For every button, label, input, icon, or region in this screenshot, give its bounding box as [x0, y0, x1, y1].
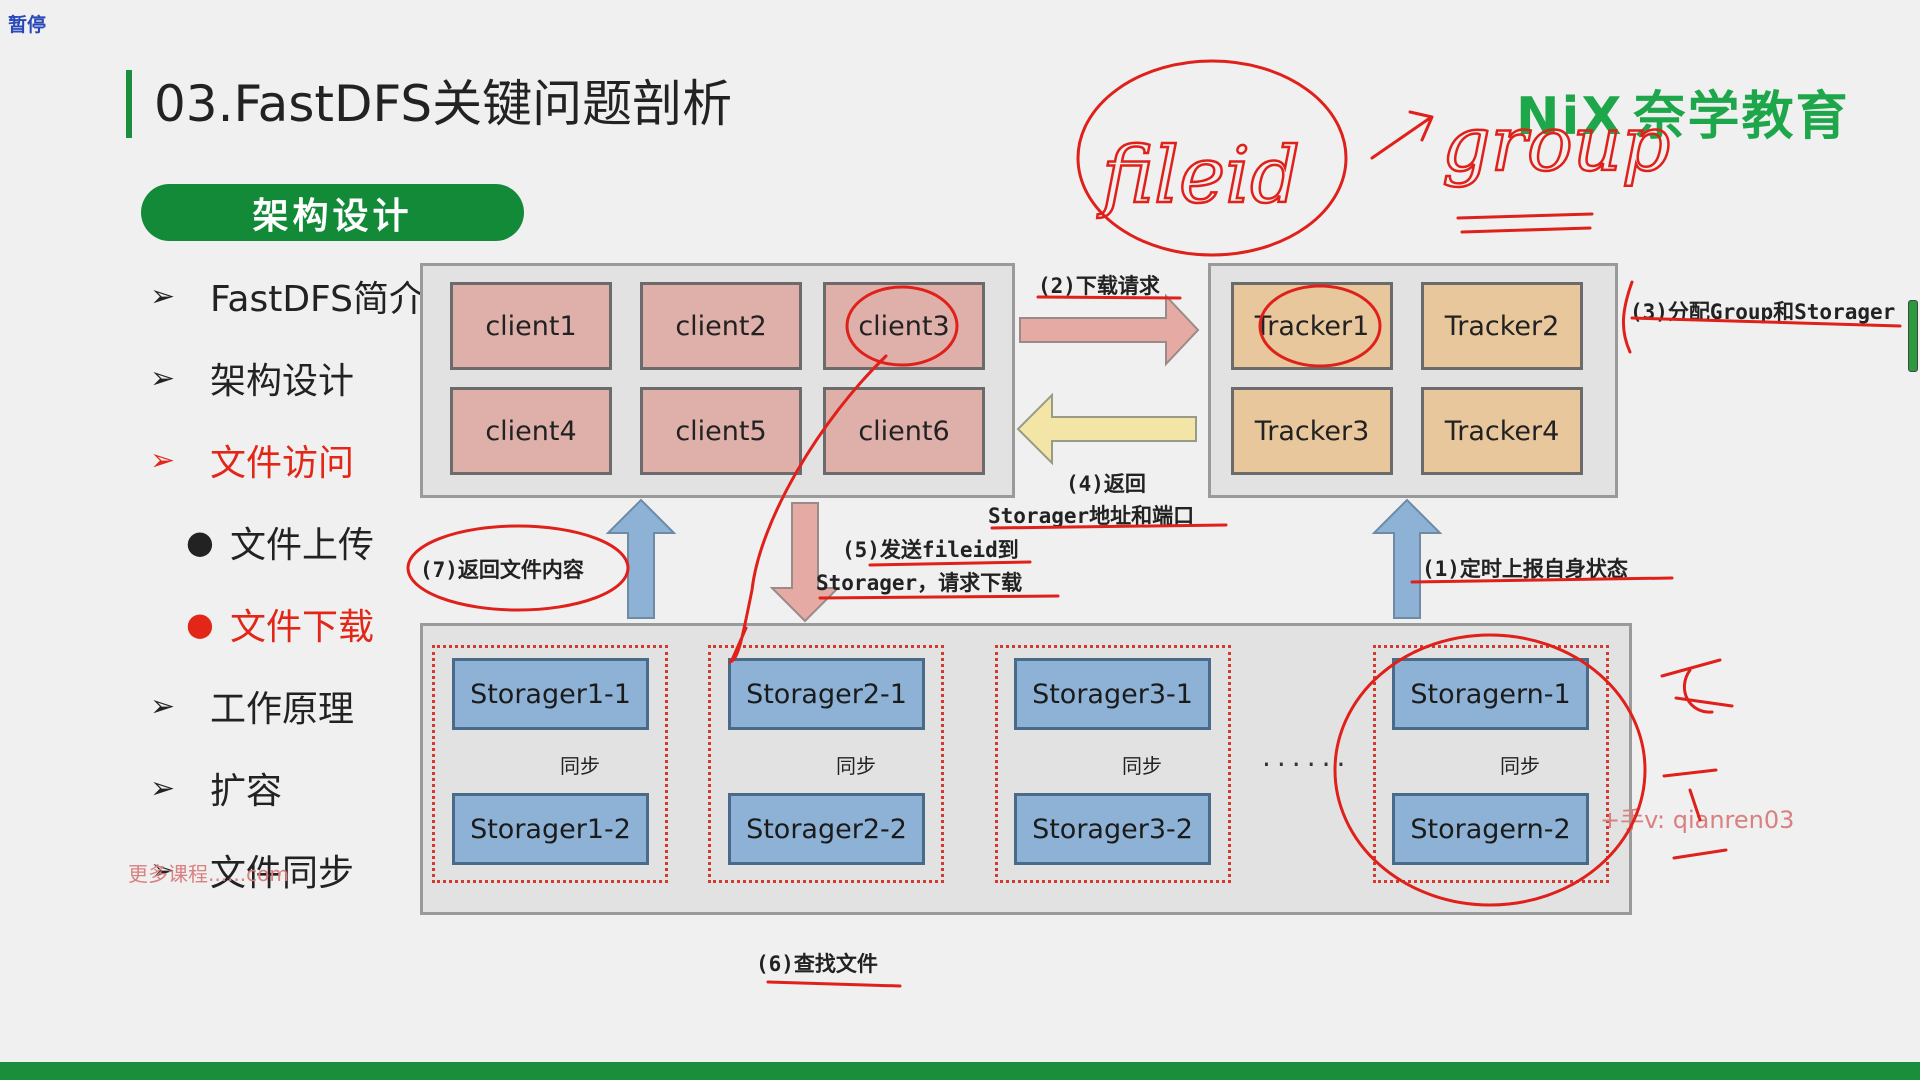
logo-text: 奈学教育: [1633, 87, 1850, 147]
margin-scribble-1: [1660, 658, 1734, 714]
arrow-bullet-icon: ➢: [150, 360, 176, 396]
scroll-handle[interactable]: [1908, 300, 1918, 372]
tracker-box: Tracker4: [1421, 387, 1583, 475]
step-4-detail: Storager地址和端口: [988, 504, 1195, 528]
step-1-label: (1)定时上报自身状态: [1422, 557, 1628, 581]
fileid-circle: [1076, 59, 1348, 257]
dot-bullet-icon: ●: [186, 605, 214, 643]
client-box: client6: [823, 387, 985, 475]
client-box: client2: [640, 282, 802, 370]
storage-box: Storager2-1: [728, 658, 925, 730]
outline-item: ➢ FastDFS简介: [150, 270, 425, 322]
arrow-bullet-icon: ➢: [150, 688, 176, 724]
step-4-label: (4)返回: [1066, 472, 1146, 496]
pause-badge[interactable]: 暂停: [8, 14, 47, 36]
step3-scribble: [1621, 280, 1902, 354]
outline-item-label: 文件访问: [210, 443, 355, 484]
storage-group: [708, 645, 944, 883]
margin-scribble-2: [1662, 768, 1728, 860]
tracker-box: Tracker1: [1231, 282, 1393, 370]
dot-bullet-icon: ●: [186, 523, 214, 561]
step4-underline: [990, 523, 1228, 530]
step-6-label: (6)查找文件: [756, 952, 878, 976]
arrow-bullet-icon: ➢: [150, 278, 176, 314]
sync-label: 同步: [560, 754, 600, 778]
outline-subitem-active: ● 文件下载: [150, 598, 374, 650]
storage-box: Storagern-1: [1392, 658, 1589, 730]
outline-item-label: FastDFS简介: [210, 279, 425, 320]
outline-item-label: 架构设计: [210, 361, 355, 402]
report-status-arrow: [1371, 498, 1443, 619]
storage-group: [995, 645, 1231, 883]
tracker-box: Tracker3: [1231, 387, 1393, 475]
storage-box: Storager3-1: [1014, 658, 1211, 730]
slide-bottom-bar: [0, 1062, 1920, 1080]
download-request-arrow: [1019, 293, 1200, 367]
storage-box: Storager1-1: [452, 658, 649, 730]
step-5-label: (5)发送fileid到: [842, 538, 1019, 562]
tracker1-circle: [1258, 284, 1382, 368]
storage-box: Storagern-2: [1392, 793, 1589, 865]
arrow-bullet-icon: ➢: [150, 852, 176, 888]
step1-underline: [1410, 576, 1674, 584]
outline-item: ➢ 架构设计: [150, 352, 354, 404]
more-groups-ellipsis: ......: [1262, 740, 1352, 773]
slide-title: 03.FastDFS关键问题剖析: [154, 75, 733, 133]
storage-box: Storager3-2: [1014, 793, 1211, 865]
outline-item-label: 文件上传: [230, 525, 375, 566]
client-box: client4: [450, 387, 612, 475]
logo-mark: NiX: [1516, 87, 1624, 147]
step-5-detail: Storager，请求下载: [816, 571, 1023, 595]
storagen-circle: [1333, 633, 1647, 907]
return-content-arrow: [605, 498, 677, 619]
sync-label: 同步: [1500, 754, 1540, 778]
outline-item: ➢ 工作原理: [150, 680, 354, 732]
arrow-bullet-icon: ➢: [150, 770, 176, 806]
send-fileid-arrow: [769, 502, 841, 623]
fileid-scribble: fileid: [1097, 131, 1300, 221]
section-pill: 架构设计: [141, 184, 524, 241]
outline-item-label: 文件同步: [210, 853, 355, 894]
storage-box: Storager1-2: [452, 793, 649, 865]
storage-box: Storager2-2: [728, 793, 925, 865]
client-box: client5: [640, 387, 802, 475]
client-to-storage-stroke: [728, 354, 888, 664]
return-address-arrow: [1016, 392, 1197, 466]
storage-group: [1373, 645, 1609, 883]
outline-item-label: 工作原理: [210, 689, 355, 730]
sync-label: 同步: [1122, 754, 1162, 778]
outline-item-label: 扩容: [210, 771, 283, 812]
title-accent-bar: [126, 70, 132, 138]
step2-underline: [1036, 295, 1182, 300]
sync-label: 同步: [836, 754, 876, 778]
arrow-bullet-icon: ➢: [150, 442, 176, 478]
scribble-arrow: [1370, 110, 1434, 160]
step-7-label: (7)返回文件内容: [420, 558, 584, 582]
client-box: client1: [450, 282, 612, 370]
step5-underline: [818, 560, 1060, 600]
group-scribble: group: [1442, 99, 1670, 188]
outline-subitem: ● 文件上传: [150, 516, 374, 568]
storage-group: [432, 645, 668, 883]
tracker-box: Tracker2: [1421, 282, 1583, 370]
step7-circle: [406, 524, 630, 612]
step6-underline: [766, 980, 902, 988]
client3-circle: [845, 285, 959, 367]
outline-item-label: 文件下载: [230, 607, 375, 648]
outline-item: ➢ 扩容: [150, 762, 282, 814]
outline-item: ➢ 文件同步: [150, 844, 354, 896]
group-underline: [1456, 212, 1594, 234]
outline-item-active: ➢ 文件访问: [150, 434, 354, 486]
watermark-text: 更多课程......com: [128, 862, 289, 886]
step-2-label: (2)下载请求: [1038, 274, 1160, 298]
